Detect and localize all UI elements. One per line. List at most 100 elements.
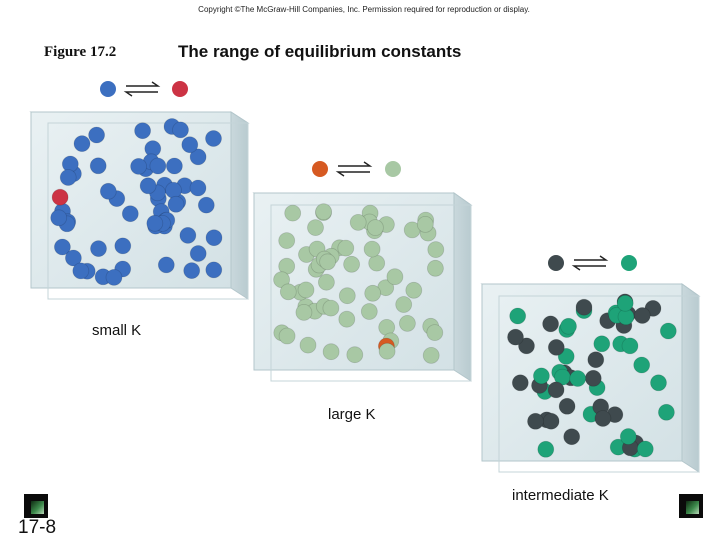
product-molecule <box>319 253 337 271</box>
reactant-molecule <box>181 136 199 154</box>
product-molecule <box>616 294 634 312</box>
reactant-molecule <box>189 179 207 197</box>
product-molecule <box>533 367 550 385</box>
product-molecule <box>619 428 637 445</box>
product-molecule <box>363 240 381 258</box>
product-molecule <box>307 219 324 237</box>
product-molecule <box>295 303 313 321</box>
reactant-molecule <box>587 351 605 369</box>
reactant-molecule <box>65 249 82 267</box>
reactant-molecule <box>547 381 565 399</box>
corner-logo-icon <box>24 494 48 518</box>
reactant-molecule <box>183 262 201 280</box>
panel-intermediate-k <box>480 255 701 473</box>
reactant-molecule <box>542 315 559 333</box>
reactant-molecule <box>59 169 77 186</box>
equilibrium-arrows-icon <box>335 161 373 177</box>
reactant-molecule <box>146 214 164 232</box>
product-molecule <box>51 188 69 206</box>
figure-title: The range of equilibrium constants <box>178 42 462 61</box>
equilibrium-legend <box>312 161 401 177</box>
product-molecule <box>317 273 335 291</box>
reactant-molecule <box>130 157 148 175</box>
figure-label: Figure 17.2 <box>44 44 117 60</box>
product-molecule <box>659 322 677 340</box>
product-molecule <box>360 303 378 320</box>
product-molecule <box>405 281 423 299</box>
panel-caption-large-k: large K <box>328 406 376 423</box>
reactant-molecule <box>197 196 215 214</box>
equilibrium-legend <box>548 255 637 271</box>
product-molecule <box>279 283 297 301</box>
equilibrium-arrows-icon <box>571 255 609 271</box>
product-molecule <box>416 215 434 233</box>
reactant-molecule <box>205 130 222 147</box>
product-molecule <box>338 287 356 305</box>
product-molecule <box>368 254 386 272</box>
reactant-molecule <box>50 209 68 227</box>
product-molecule <box>569 370 587 387</box>
product-molecule <box>315 203 333 221</box>
product-molecule <box>658 403 675 421</box>
copyright-notice: Copyright ©The McGraw-Hill Companies, In… <box>198 5 530 14</box>
reactant-legend-molecule <box>100 81 116 97</box>
product-molecule <box>284 204 302 222</box>
reactant-molecule <box>633 307 651 324</box>
product-molecule <box>593 335 611 353</box>
reactant-molecule <box>73 135 91 153</box>
reactant-legend-molecule <box>312 161 328 177</box>
equilibrium-legend <box>100 81 188 97</box>
product-molecule <box>509 307 527 325</box>
reactant-molecule <box>149 157 167 175</box>
product-molecule <box>322 343 340 361</box>
reactant-molecule <box>157 256 175 274</box>
product-molecule <box>378 342 396 360</box>
product-molecule <box>426 324 444 342</box>
reactant-molecule <box>88 126 105 144</box>
reactant-molecule <box>594 410 612 427</box>
reactant-molecule <box>507 328 524 346</box>
product-molecule <box>349 213 367 231</box>
reactant-molecule <box>558 397 576 415</box>
container-box <box>29 111 250 300</box>
reactant-molecule <box>165 181 182 199</box>
product-molecule <box>386 268 404 286</box>
product-molecule <box>621 337 639 355</box>
reactant-molecule <box>114 237 132 255</box>
reactant-molecule <box>167 195 185 213</box>
reactant-molecule <box>139 177 157 195</box>
reactant-molecule <box>90 240 107 258</box>
reactant-molecule <box>189 245 207 262</box>
reactant-molecule <box>547 338 565 356</box>
product-legend-molecule <box>385 161 401 177</box>
product-molecule <box>337 239 355 257</box>
product-molecule <box>650 374 667 392</box>
product-molecule <box>343 255 361 273</box>
molecule-group <box>507 293 677 458</box>
product-molecule <box>346 346 364 364</box>
reactant-molecule <box>205 229 223 247</box>
reactant-molecule <box>54 238 71 256</box>
reactant-molecule <box>105 268 123 286</box>
panel-large-k <box>252 161 473 382</box>
molecule-group <box>50 118 223 286</box>
product-molecule <box>422 346 440 364</box>
reactant-molecule <box>527 412 544 430</box>
product-legend-molecule <box>621 255 637 271</box>
reactant-molecule <box>511 374 529 392</box>
slide-number: 17-8 <box>18 517 57 538</box>
reactant-molecule <box>205 261 223 279</box>
product-molecule <box>278 327 296 345</box>
product-molecule <box>426 259 444 277</box>
corner-logo-icon <box>679 494 703 518</box>
reactant-molecule <box>72 262 90 280</box>
product-molecule <box>364 284 382 302</box>
product-molecule <box>338 310 356 328</box>
product-molecule <box>537 440 555 458</box>
reactant-molecule <box>563 428 581 446</box>
reactant-molecule <box>542 412 560 430</box>
reactant-molecule <box>584 369 602 387</box>
product-molecule <box>299 336 317 354</box>
panel-caption-small-k: small K <box>92 322 142 339</box>
